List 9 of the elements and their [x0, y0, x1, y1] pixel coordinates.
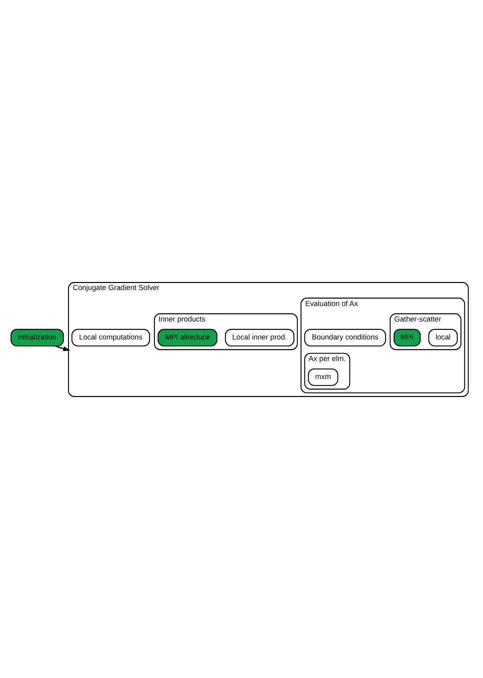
node-box: Initialization: [10, 328, 64, 346]
node-box: Boundary conditions: [304, 328, 386, 346]
node-box: Local computations: [71, 328, 150, 346]
node-box: MPI: [394, 328, 421, 346]
node-box: MPI allreduce: [158, 328, 218, 346]
node-box: local: [428, 328, 458, 346]
arrow: [54, 344, 70, 351]
node-box: Local inner prod.: [224, 328, 294, 346]
node-box: mxm: [308, 368, 338, 386]
